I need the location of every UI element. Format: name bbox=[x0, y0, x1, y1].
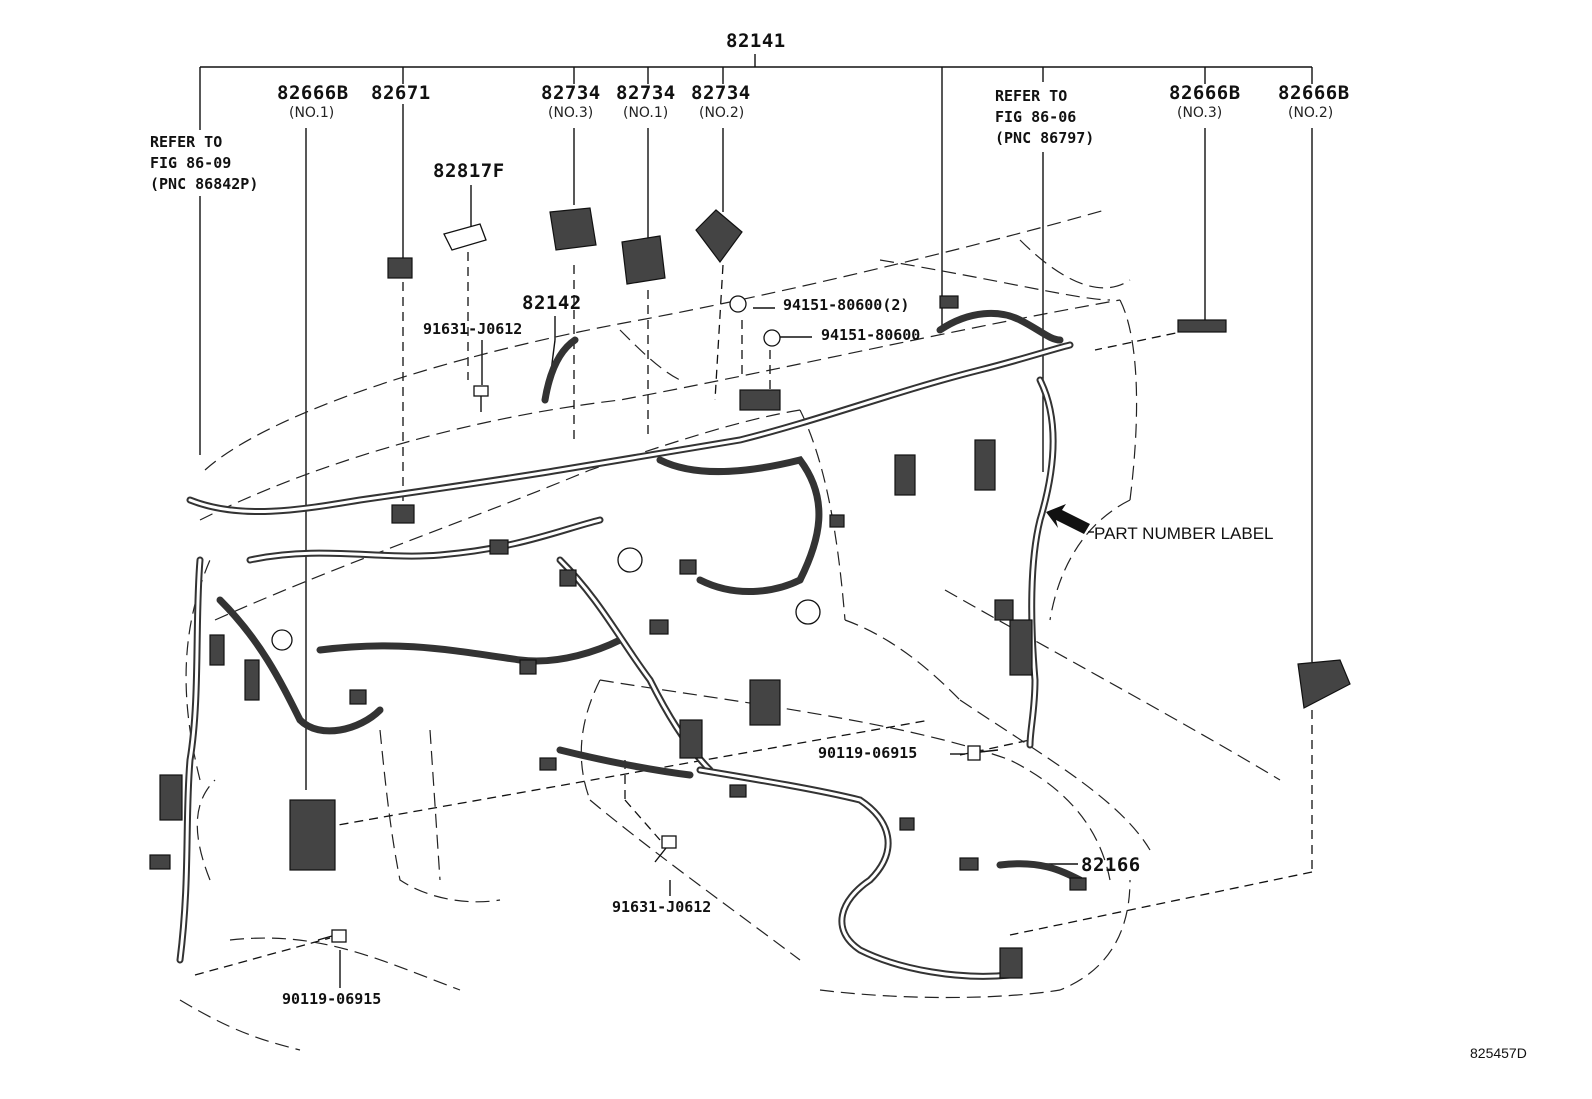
fastener-90119-06915-left: 90119-06915 bbox=[282, 990, 382, 1008]
main-harness-bracket bbox=[199, 54, 1313, 472]
figure-id: 825457D bbox=[1470, 1045, 1527, 1061]
bolts bbox=[317, 385, 999, 943]
leader-lines bbox=[305, 104, 1313, 988]
block-82666b-no2 bbox=[1297, 659, 1351, 709]
callout-82666b-no2: 82666B bbox=[1278, 82, 1350, 104]
wire-harness bbox=[176, 309, 1084, 980]
callout-82671: 82671 bbox=[371, 82, 431, 104]
separate-parts bbox=[387, 207, 1351, 709]
clip-94151 bbox=[763, 329, 781, 347]
fastener-91631-j0612-top: 91631-J0612 bbox=[423, 320, 523, 338]
callout-82666b-no2-sub: (NO.2) bbox=[1288, 105, 1334, 121]
dashed-leaders bbox=[194, 252, 1313, 976]
callout-82666b-no1: 82666B bbox=[277, 82, 349, 104]
fastener-94151-80600-2: 94151-80600(2) bbox=[783, 296, 910, 314]
clamp-82817f bbox=[443, 223, 487, 251]
part-number-label-text: PART NUMBER LABEL bbox=[1094, 524, 1274, 543]
callout-82166: 82166 bbox=[1081, 854, 1141, 876]
harness-connectors bbox=[149, 295, 1227, 979]
callout-82734-no2-sub: (NO.2) bbox=[699, 105, 745, 121]
callout-82734-no1: 82734 bbox=[616, 82, 676, 104]
refer-to-right: REFER TO FIG 86-06 (PNC 86797) bbox=[995, 87, 1095, 147]
callout-82666b-no3-sub: (NO.3) bbox=[1177, 105, 1223, 121]
relay-82734-no1 bbox=[621, 235, 666, 285]
main-harness-label: 82141 bbox=[726, 30, 786, 52]
callout-82734-no3-sub: (NO.3) bbox=[548, 105, 594, 121]
callout-82817f: 82817F bbox=[433, 160, 505, 182]
refer-to-left: REFER TO FIG 86-09 (PNC 86842P) bbox=[150, 133, 259, 193]
relay-82734-no2 bbox=[695, 209, 743, 264]
relay-82734-no3 bbox=[549, 207, 597, 251]
callout-82734-no1-sub: (NO.1) bbox=[623, 105, 669, 121]
part-number-label-arrow-icon bbox=[1046, 504, 1094, 534]
fastener-94151-80600: 94151-80600 bbox=[821, 326, 921, 344]
fastener-90119-06915-center: 90119-06915 bbox=[818, 744, 918, 762]
dashboard-outline bbox=[179, 209, 1281, 1051]
callout-82666b-no1-sub: (NO.1) bbox=[289, 105, 335, 121]
block-82671 bbox=[387, 257, 413, 279]
callout-82142: 82142 bbox=[522, 292, 582, 314]
fastener-91631-j0612-bottom: 91631-J0612 bbox=[612, 898, 712, 916]
callout-82734-no2: 82734 bbox=[691, 82, 751, 104]
callout-82734-no3: 82734 bbox=[541, 82, 601, 104]
callout-82666b-no3: 82666B bbox=[1169, 82, 1241, 104]
clip-94151-2 bbox=[729, 295, 747, 313]
